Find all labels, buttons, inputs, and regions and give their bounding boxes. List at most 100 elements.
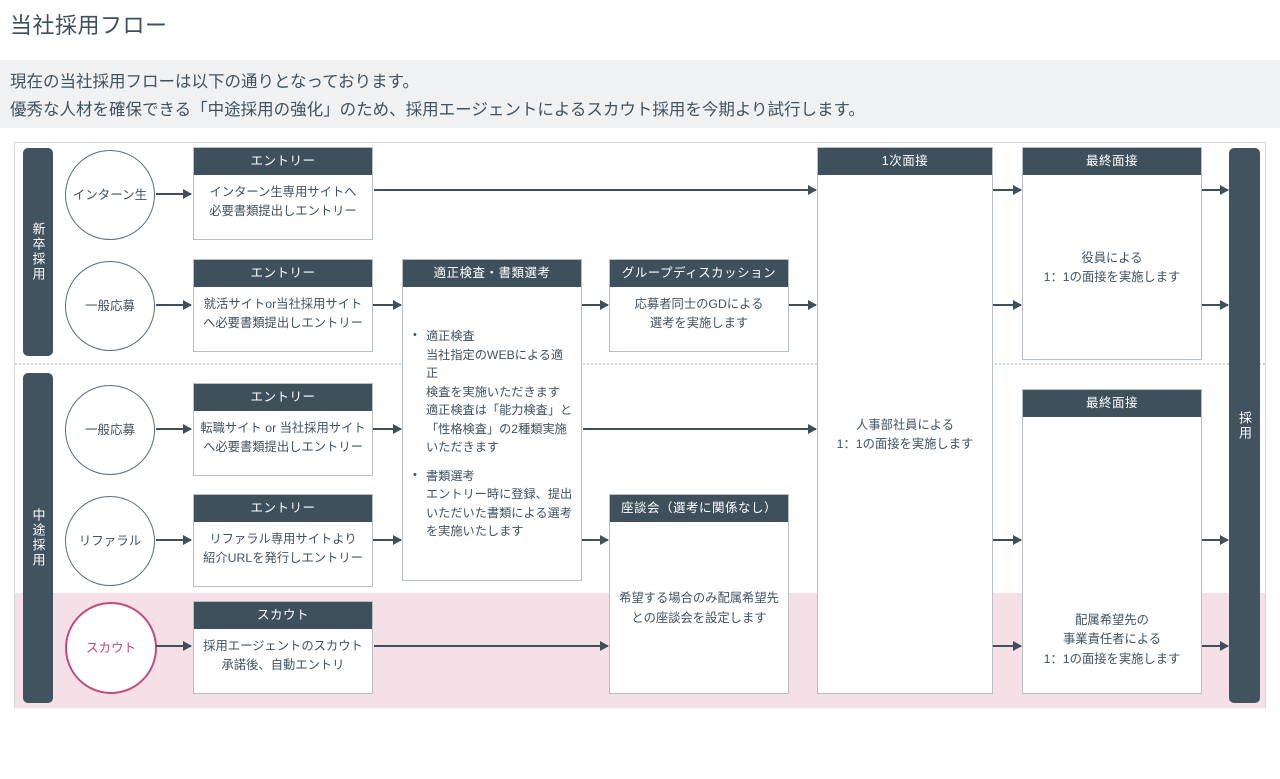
box-first-interview-line1: 人事部社員による (855, 417, 954, 432)
bullet-line: を実施いたします (426, 524, 524, 539)
box-entry-scout-line2: 承諾後、自動エントリ (221, 658, 345, 673)
lane-label-hire-text: 採用 (1237, 410, 1252, 441)
arrow-final-to-hire-mid (1202, 535, 1229, 545)
box-final-interview-new-line1: 役員による (1081, 250, 1143, 265)
subtitle-line-1: 現在の当社採用フローは以下の通りとなっております。 (10, 73, 420, 91)
bullet-dot-icon: • (413, 468, 417, 481)
arrow-screening-to-group-discussion (582, 300, 609, 310)
bullet-line: いただきます (426, 440, 500, 455)
box-final-interview-mid[interactable]: 最終面接 配属希望先の 事業責任者による 1：1の面接を実施します (1022, 389, 1202, 694)
source-circle-scout[interactable]: スカウト (65, 602, 157, 694)
bullet-line: 「性格検査」の2種類実施 (426, 421, 567, 436)
bullet-text: 書類選考 エントリー時に登録、提出 いただいた書類による選考 を実施いたします (426, 467, 575, 541)
box-entry-general-new-body: 就活サイトor当社採用サイト へ必要書類提出しエントリー (194, 287, 372, 333)
box-first-interview-body: 人事部社員による 1：1の面接を実施します (818, 175, 992, 695)
arrow-screening-to-roundtable (582, 535, 609, 545)
box-entry-general-new-line2: へ必要書類提出しエントリー (203, 316, 363, 331)
box-group-discussion-line2: 選考を実施します (649, 316, 749, 331)
bullet-line: 適正検査は「能力検査」と (426, 403, 573, 418)
arrow-first-to-final-scout (993, 641, 1022, 651)
source-circle-intern[interactable]: インターン生 (65, 150, 155, 240)
arrow-referral-to-entry (156, 535, 192, 545)
lane-label-mid-career-text: 中途採用 (30, 508, 46, 568)
lane-label-new-grad: 新卒採用 (23, 148, 53, 356)
box-final-interview-mid-line3: 1：1の面接を実施します (1043, 651, 1181, 666)
box-group-discussion[interactable]: グループディスカッション 応募者同士のGDによる 選考を実施します (609, 259, 789, 352)
box-final-interview-new-line2: 1：1の面接を実施します (1043, 270, 1181, 284)
source-circle-scout-label: スカウト (85, 640, 136, 655)
bullet-line: 当社指定のWEBによる適正 (426, 347, 564, 381)
box-screening-head: 適正検査・書類選考 (403, 260, 581, 287)
arrow-scout-to-entry (156, 641, 192, 651)
arrow-group-discussion-to-first-interview (789, 300, 817, 310)
box-entry-general-mid-body: 転職サイト or 当社採用サイト へ必要書類提出しエントリー (194, 411, 372, 457)
box-final-interview-mid-head: 最終面接 (1023, 390, 1201, 417)
box-roundtable-line2: との座談会を設定します (631, 610, 767, 625)
arrow-final-to-hire-general-new (1202, 300, 1229, 310)
arrow-entry-general-new-to-screening (373, 300, 402, 310)
bullet-text: 適正検査 当社指定のWEBによる適正 検査を実施いただきます 適正検査は「能力検… (426, 327, 575, 457)
arrow-entry-scout-to-roundtable (374, 641, 609, 651)
box-entry-intern-line2: 必要書類提出しエントリー (209, 204, 357, 219)
arrow-general-mid-to-entry (156, 424, 192, 434)
box-group-discussion-line1: 応募者同士のGDによる (634, 297, 764, 311)
box-entry-general-mid-line1: 転職サイト or 当社採用サイト (200, 421, 366, 435)
subtitle-band (0, 60, 1280, 128)
box-entry-general-new[interactable]: エントリー 就活サイトor当社採用サイト へ必要書類提出しエントリー (193, 259, 373, 352)
arrow-entry-general-mid-to-screening (373, 424, 402, 434)
bullet-line: いただいた書類による選考 (426, 505, 572, 520)
box-final-interview-new-body: 役員による 1：1の面接を実施します (1023, 175, 1201, 361)
box-entry-intern[interactable]: エントリー インターン生専用サイトへ 必要書類提出しエントリー (193, 147, 373, 240)
arrow-intern-to-entry (156, 189, 192, 199)
box-entry-intern-line1: インターン生専用サイトへ (209, 185, 357, 199)
arrow-final-to-hire-scout (1202, 641, 1229, 651)
box-first-interview-line2: 1：1の面接を実施します (836, 437, 974, 451)
arrow-general-new-to-entry (156, 300, 192, 310)
box-entry-referral-line1: リファラル専用サイトより (209, 532, 357, 546)
bullet-title: 書類選考 (426, 468, 475, 483)
box-group-discussion-body: 応募者同士のGDによる 選考を実施します (610, 287, 788, 333)
source-circle-general-mid[interactable]: 一般応募 (65, 385, 155, 475)
box-roundtable[interactable]: 座談会（選考に関係なし） 希望する場合のみ配属希望先 との座談会を設定します (609, 494, 789, 694)
page-title: 当社採用フロー (10, 13, 168, 38)
box-final-interview-mid-line2: 事業責任者による (1062, 632, 1161, 647)
box-entry-referral-line2: 紹介URLを発行しエントリー (203, 551, 363, 566)
box-final-interview-new[interactable]: 最終面接 役員による 1：1の面接を実施します (1022, 147, 1202, 360)
box-entry-intern-head: エントリー (194, 148, 372, 175)
arrow-first-to-final-general-new (993, 300, 1022, 310)
box-entry-referral-head: エントリー (194, 495, 372, 522)
box-entry-scout-body: 採用エージェントのスカウト 承諾後、自動エントリ (194, 629, 372, 675)
source-circle-general-new[interactable]: 一般応募 (65, 261, 155, 351)
box-screening[interactable]: 適正検査・書類選考 • 適正検査 当社指定のWEBによる適正 検査を実施いただき… (402, 259, 582, 581)
arrow-first-to-final-mid (993, 535, 1022, 545)
source-circle-referral-label: リファラル (78, 533, 142, 548)
lane-label-mid-career: 中途採用 (23, 373, 53, 703)
box-entry-general-mid-head: エントリー (194, 384, 372, 411)
box-entry-referral[interactable]: エントリー リファラル専用サイトより 紹介URLを発行しエントリー (193, 494, 373, 587)
box-first-interview[interactable]: 1次面接 人事部社員による 1：1の面接を実施します (817, 147, 993, 694)
box-roundtable-line1: 希望する場合のみ配属希望先 (619, 591, 779, 606)
source-circle-general-mid-label: 一般応募 (84, 422, 135, 437)
box-entry-scout[interactable]: スカウト 採用エージェントのスカウト 承諾後、自動エントリ (193, 601, 373, 694)
box-roundtable-body: 希望する場合のみ配属希望先 との座談会を設定します (610, 522, 788, 695)
box-entry-general-new-line1: 就活サイトor当社採用サイト (203, 297, 363, 311)
arrow-screening-to-first-interview (583, 424, 817, 434)
recruitment-flow-page: 当社採用フロー 現在の当社採用フローは以下の通りとなっております。 優秀な人材を… (0, 13, 1280, 708)
source-circle-intern-label: インターン生 (72, 187, 148, 202)
box-entry-general-mid-line2: へ必要書類提出しエントリー (203, 440, 363, 455)
box-roundtable-head: 座談会（選考に関係なし） (610, 495, 788, 522)
bullet-dot-icon: • (413, 329, 417, 341)
box-entry-general-mid[interactable]: エントリー 転職サイト or 当社採用サイト へ必要書類提出しエントリー (193, 383, 373, 476)
source-circle-general-new-label: 一般応募 (84, 298, 135, 313)
box-entry-scout-head: スカウト (194, 602, 372, 629)
box-entry-general-new-head: エントリー (194, 260, 372, 287)
bullet-item: • 書類選考 エントリー時に登録、提出 いただいた書類による選考 を実施いたしま… (413, 467, 575, 541)
box-screening-bullets: • 適正検査 当社指定のWEBによる適正 検査を実施いただきます 適正検査は「能… (403, 287, 581, 541)
lane-label-new-grad-text: 新卒採用 (30, 222, 46, 282)
box-entry-scout-line1: 採用エージェントのスカウト (203, 639, 363, 653)
box-entry-intern-body: インターン生専用サイトへ 必要書類提出しエントリー (194, 175, 372, 221)
arrow-entry-intern-to-first-interview (374, 185, 817, 195)
arrow-first-to-final-intern (993, 185, 1022, 195)
bullet-line: 検査を実施いただきます (426, 384, 561, 399)
source-circle-referral[interactable]: リファラル (65, 496, 155, 586)
